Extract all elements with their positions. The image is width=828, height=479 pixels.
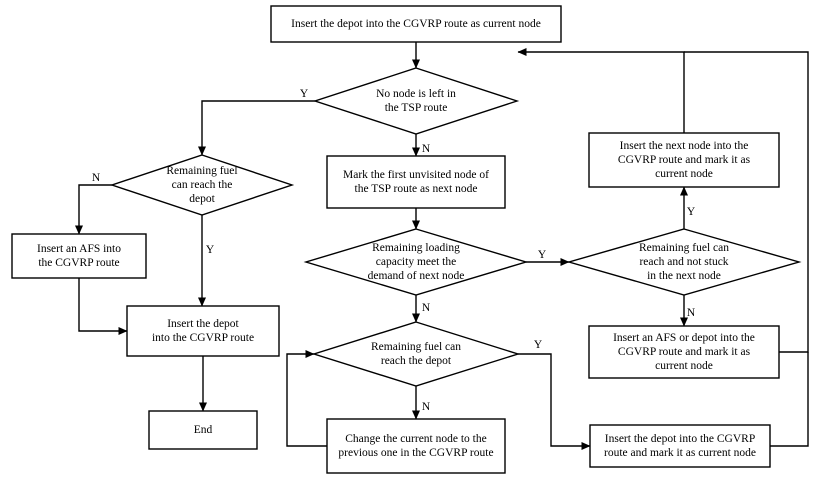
process-box — [588, 325, 780, 379]
edge-label-fuel-mid-no: N — [422, 401, 431, 413]
edge-label-capacity-no: N — [422, 302, 431, 314]
node-label-line: route and mark it as current node — [604, 447, 756, 459]
node-label-line: Remaining fuel can — [639, 242, 729, 254]
edge-label-capacity-yes: Y — [538, 249, 547, 261]
flowchart-edge-labels: Y N N Y Y N Y N Y N — [92, 88, 696, 413]
node-insert-afs-left: Insert an AFS into the CGVRP route — [11, 233, 147, 279]
node-label-line: Insert the depot into the CGVRP — [605, 433, 755, 445]
node-label-line: capacity meet the — [376, 256, 456, 268]
node-label-line: No node is left in — [376, 88, 456, 100]
edge-label-fuel-next-no: N — [687, 307, 696, 319]
node-label-line: Insert the next node into the — [620, 140, 749, 152]
process-box — [11, 233, 147, 279]
node-label-line: Remaining fuel can — [371, 341, 461, 353]
node-label-line: into the CGVRP route — [152, 332, 254, 344]
edge-label-fuel-left-yes: Y — [206, 244, 215, 256]
decision-diamond — [109, 154, 295, 216]
edge-label-no-node-no: N — [422, 143, 431, 155]
edge-fuel-mid-yes — [518, 353, 591, 450]
node-end: End — [148, 410, 258, 450]
decision-diamond — [566, 228, 802, 296]
process-box — [589, 424, 771, 468]
node-start: Insert the depot into the CGVRP route as… — [270, 5, 562, 43]
node-insert-depot-left: Insert the depot into the CGVRP route — [126, 305, 280, 357]
edge-depot-right-loop — [770, 352, 809, 447]
process-box — [148, 410, 258, 450]
node-label-line: Remaining loading — [372, 242, 460, 254]
process-box — [588, 132, 780, 188]
node-label-line: in the next node — [647, 270, 721, 282]
edge-label-fuel-left-no: N — [92, 172, 101, 184]
node-insert-depot-right: Insert the depot into the CGVRP route and… — [589, 424, 771, 468]
node-label-line: current node — [655, 168, 713, 180]
node-label-line: Mark the first unvisited node of — [343, 169, 489, 181]
process-box — [326, 155, 506, 209]
edge-fuel-left-no — [75, 184, 112, 235]
node-label-line: current node — [655, 360, 713, 372]
node-d-fuel-depot-left: Remaining fuel can reach the depot — [109, 154, 295, 216]
node-label-line: End — [194, 424, 213, 436]
node-label-line: CGVRP route and mark it as — [618, 154, 751, 166]
decision-diamond — [311, 321, 521, 387]
edge-afs-left-to-depot — [78, 278, 128, 335]
node-label-line: CGVRP route and mark it as — [618, 346, 751, 358]
edge-label-fuel-mid-yes: Y — [534, 339, 543, 351]
edge-label-fuel-next-yes: Y — [687, 206, 696, 218]
node-label-line: demand of next node — [368, 270, 465, 282]
node-label-line: reach and not stuck — [639, 256, 728, 268]
edge-label-no-node-yes: Y — [300, 88, 309, 100]
node-label-line: Insert an AFS into — [37, 243, 121, 255]
edge-no-node-yes — [198, 100, 315, 156]
node-label-line: previous one in the CGVRP route — [338, 447, 493, 459]
node-d-capacity: Remaining loading capacity meet the demand… — [303, 228, 529, 296]
node-label-line: Insert an AFS or depot into the — [613, 332, 755, 344]
node-d-fuel-next: Remaining fuel can reach and not stuck in … — [566, 228, 802, 296]
node-d-fuel-depot-mid: Remaining fuel can reach the depot — [311, 321, 521, 387]
node-change-current: Change the current node to the previous o… — [326, 418, 506, 474]
node-label-line: the TSP route as next node — [355, 183, 478, 195]
node-mark-first: Mark the first unvisited node of the TSP … — [326, 155, 506, 209]
node-label-line: the CGVRP route — [38, 257, 119, 269]
node-label-line: reach the depot — [381, 355, 452, 367]
node-label-line: the TSP route — [385, 102, 448, 114]
edge-afs-right-loop — [684, 51, 809, 353]
edge-change-loop — [286, 350, 327, 447]
decision-diamond — [303, 228, 529, 296]
flowchart-nodes: Insert the depot into the CGVRP route as… — [11, 5, 802, 474]
node-label-line: depot — [189, 193, 215, 205]
node-label-line: can reach the — [172, 179, 233, 191]
node-label-line: Change the current node to the — [345, 433, 486, 445]
decision-diamond — [312, 67, 520, 135]
flowchart-edges — [75, 42, 809, 450]
edge-insert-next-loop — [517, 48, 685, 133]
process-box — [326, 418, 506, 474]
process-box — [126, 305, 280, 357]
node-label-line: Insert the depot — [167, 318, 239, 330]
node-d-no-node: No node is left in the TSP route — [312, 67, 520, 135]
process-box — [270, 5, 562, 43]
node-label-line: Remaining fuel — [166, 165, 237, 177]
node-label-line: Insert the depot into the CGVRP route as… — [291, 18, 541, 30]
